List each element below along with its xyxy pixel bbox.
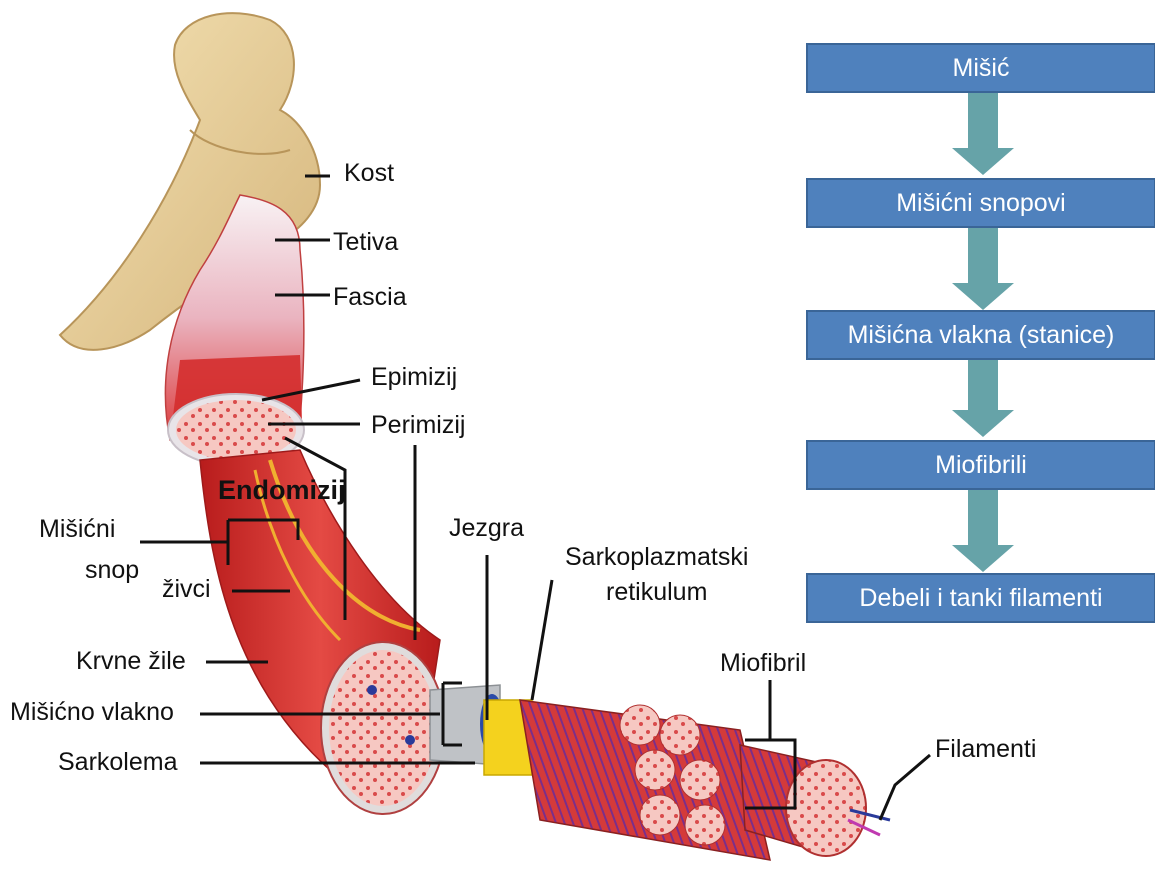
label-epimizij: Epimizij bbox=[371, 365, 457, 390]
label-misicni-snop-line2: snop bbox=[85, 558, 139, 583]
label-misicni-snop-line1: Mišićni bbox=[39, 517, 115, 542]
flow-step-misicni-snopovi: Mišićni snopovi bbox=[806, 178, 1155, 228]
label-sarkoplazmatski-line2: retikulum bbox=[606, 580, 707, 605]
label-fascia: Fascia bbox=[333, 285, 407, 310]
label-krvne-zile: Krvne žile bbox=[76, 649, 186, 674]
label-perimizij: Perimizij bbox=[371, 413, 465, 438]
label-miofibril: Miofibril bbox=[720, 651, 806, 676]
label-sarkolema: Sarkolema bbox=[58, 750, 178, 775]
myofibril-bundle bbox=[520, 700, 770, 860]
flow-step-miofibrili: Miofibrili bbox=[806, 440, 1155, 490]
label-filamenti: Filamenti bbox=[935, 737, 1036, 762]
label-jezgra: Jezgra bbox=[449, 516, 524, 541]
label-zivci: živci bbox=[162, 577, 211, 602]
label-misicno-vlakno: Mišićno vlakno bbox=[10, 700, 174, 725]
label-tetiva: Tetiva bbox=[333, 230, 398, 255]
flow-step-misicna-vlakna: Mišićna vlakna (stanice) bbox=[806, 310, 1155, 360]
label-sarkoplazmatski-line1: Sarkoplazmatski bbox=[565, 545, 748, 570]
flow-step-misic: Mišić bbox=[806, 43, 1155, 93]
label-endomizij: Endomizij bbox=[218, 477, 346, 504]
flow-step-filamenti: Debeli i tanki filamenti bbox=[806, 573, 1155, 623]
fascicle-cross-section bbox=[321, 642, 445, 814]
label-kost: Kost bbox=[344, 161, 394, 186]
